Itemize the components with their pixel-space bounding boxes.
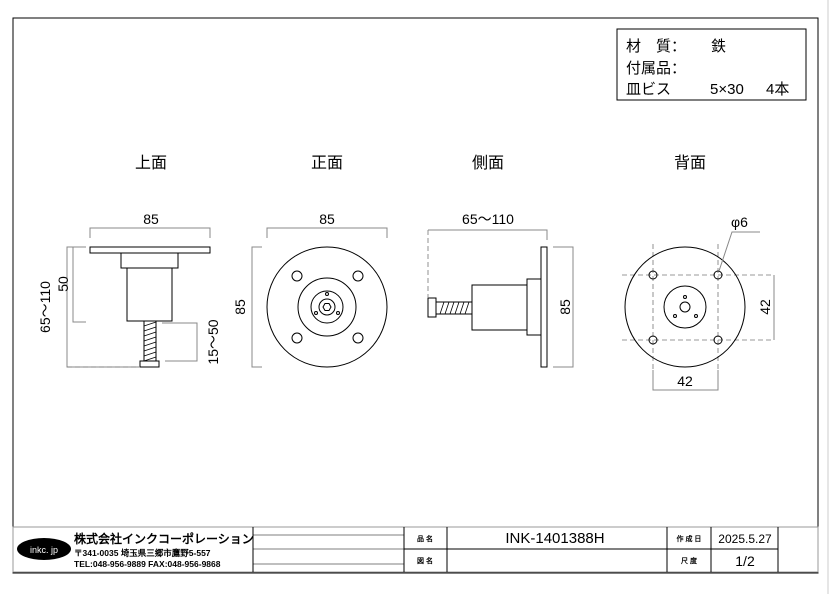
logo-text: inkc. jp [30, 545, 58, 555]
view-title-side: 側面 [472, 154, 504, 172]
accessory-label: 付属品： [626, 60, 686, 77]
company-name: 株式会社インクコーポレーション [74, 531, 254, 546]
top-body-height-dim: 50 [55, 276, 71, 292]
title-block [12, 526, 819, 573]
view-title-back: 背面 [674, 154, 706, 172]
top-screw-range-dim: 15～50 [205, 319, 221, 364]
top-view [66, 227, 211, 368]
scale-label: 尺 度 [680, 556, 698, 565]
material-label: 材 質： [626, 37, 686, 55]
back-pitch-h-dim: 42 [677, 373, 693, 389]
view-title-top: 上面 [135, 154, 167, 172]
side-height-dim: 85 [557, 299, 573, 315]
product-name: INK-1401388H [505, 530, 604, 547]
screw-qty: 4本 [766, 81, 789, 98]
company-contact: TEL:048-956-9889 FAX:048-956-9868 [74, 559, 221, 569]
date-value: 2025.5.27 [718, 532, 772, 546]
front-height-dim: 85 [232, 299, 248, 315]
drawing-frame [12, 17, 819, 574]
company-address: 〒341-0035 埼玉県三郷市鷹野5-557 [74, 548, 211, 558]
company-logo [17, 538, 71, 560]
front-view [251, 227, 388, 368]
product-name-label: 品 名 [417, 534, 433, 543]
date-label: 作 成 日 [677, 534, 702, 543]
top-width-dim: 85 [143, 211, 159, 227]
spec-box [616, 28, 807, 101]
scale-value: 1/2 [735, 553, 755, 569]
back-hole-dia-dim: φ6 [731, 214, 748, 230]
drawing-name-label: 図 名 [417, 556, 433, 565]
screw-label: 皿ビス [626, 81, 671, 98]
side-length-dim: 65～110 [462, 211, 514, 227]
back-pitch-v-dim: 42 [757, 299, 773, 315]
top-total-height-dim: 65～110 [37, 281, 53, 333]
front-width-dim: 85 [319, 211, 335, 227]
side-view [427, 229, 574, 368]
material-value: 鉄 [711, 38, 726, 55]
screw-size: 5×30 [710, 81, 744, 98]
back-view [622, 231, 775, 391]
view-title-front: 正面 [311, 155, 343, 172]
